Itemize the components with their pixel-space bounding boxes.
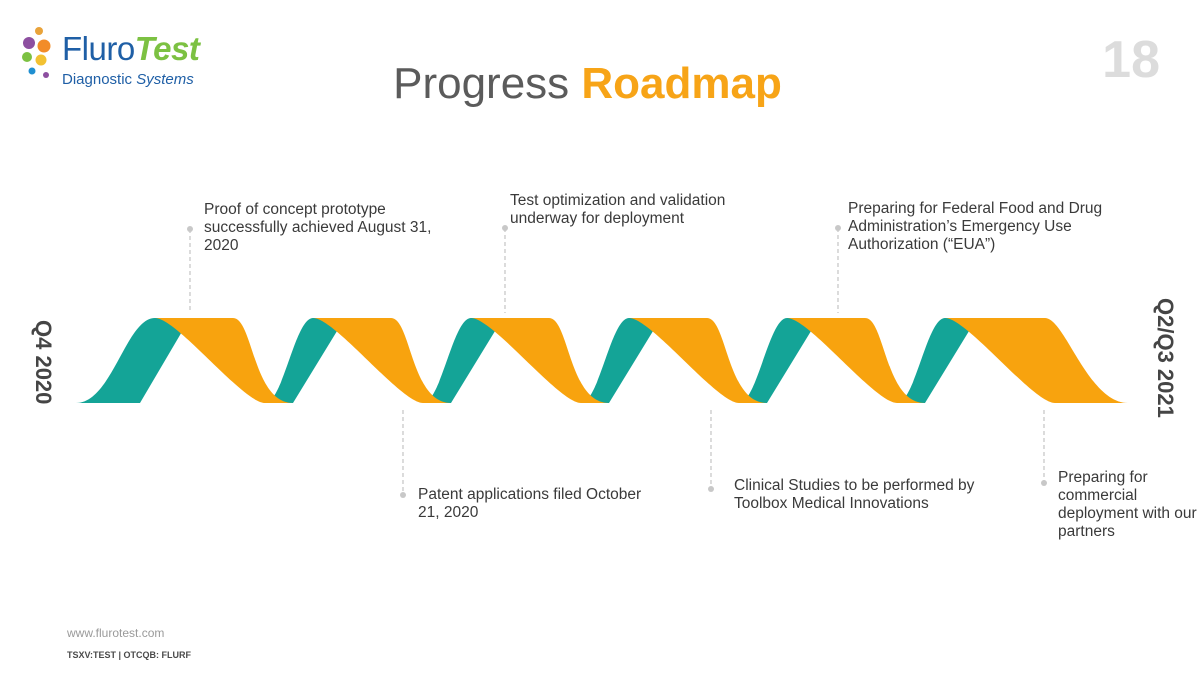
- logo-wordmark: FluroTest: [62, 30, 200, 68]
- helix-orange-segment: [471, 318, 609, 403]
- logo-subtitle-systems: Systems: [136, 71, 194, 88]
- helix-teal-segment: [897, 318, 977, 403]
- helix-orange-strand: [155, 318, 1128, 403]
- company-logo: FluroTest Diagnostic Systems: [22, 26, 222, 96]
- milestone-test-optimization: Test optimization and validation underwa…: [510, 192, 726, 227]
- logo-molecule-icon: [22, 27, 51, 78]
- timeline-start-label: Q4 2020: [31, 320, 56, 405]
- helix-orange-segment: [945, 318, 1128, 403]
- milestone-fda-eua: Preparing for Federal Food and Drug Admi…: [848, 200, 1103, 253]
- timeline-end-label: Q2/Q3 2021: [1153, 298, 1178, 418]
- connector-dot: [835, 225, 841, 231]
- milestone-patent-applications: Patent applications filed October 21, 20…: [418, 486, 642, 521]
- helix-teal-segment: [581, 318, 661, 403]
- helix-teal-segment: [76, 318, 190, 403]
- footer-ticker-symbols: TSXV:TEST | OTCQB: FLURF: [67, 650, 192, 660]
- page-number: 18: [1102, 31, 1160, 89]
- connector-dot: [187, 226, 193, 232]
- logo-name-fluro: Fluro: [62, 30, 135, 67]
- milestone-proof-of-concept: Proof of concept prototype successfully …: [204, 201, 432, 254]
- milestone-commercial-deployment: Preparing for commercial deployment with…: [1058, 469, 1197, 540]
- milestone-connectors: [187, 225, 1047, 498]
- helix-orange-segment: [787, 318, 925, 403]
- helix-teal-segment: [423, 318, 503, 403]
- title-roadmap: Roadmap: [581, 59, 782, 108]
- footer-website: www.flurotest.com: [67, 626, 165, 640]
- helix-orange-segment: [629, 318, 767, 403]
- logo-subtitle-diagnostic: Diagnostic: [62, 71, 137, 88]
- connector-dot: [708, 486, 714, 492]
- helix-orange-segment: [155, 318, 293, 403]
- connector-dot: [502, 225, 508, 231]
- logo-subtitle: Diagnostic Systems: [62, 71, 194, 88]
- logo-name-test: Test: [134, 30, 200, 67]
- connector-dot: [400, 492, 406, 498]
- slide-title: Progress Roadmap: [0, 58, 1175, 110]
- title-progress: Progress: [393, 59, 582, 108]
- connector-dot: [1041, 480, 1047, 486]
- helix-teal-strand: [76, 318, 977, 403]
- helix-teal-segment: [739, 318, 819, 403]
- milestone-clinical-studies: Clinical Studies to be performed by Tool…: [734, 477, 975, 512]
- helix-orange-segment: [313, 318, 451, 403]
- helix-teal-segment: [265, 318, 345, 403]
